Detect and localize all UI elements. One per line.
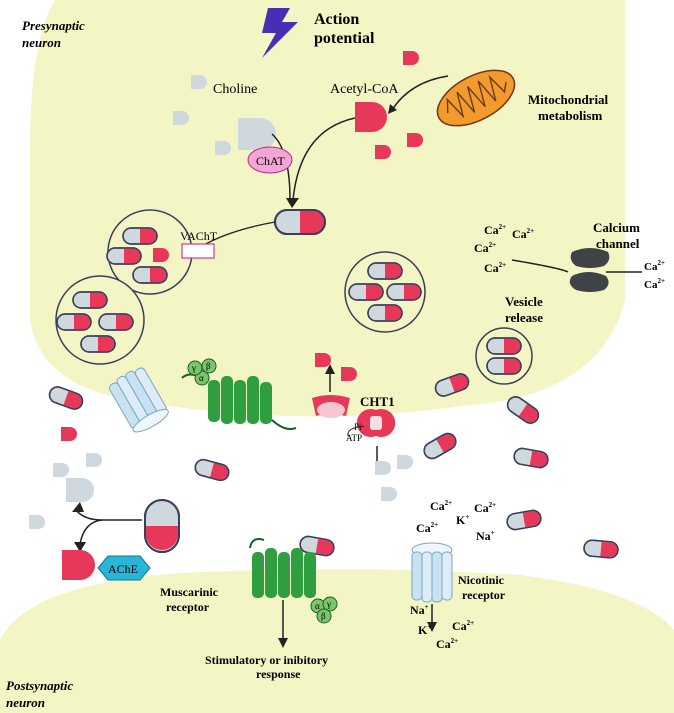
ion-na-post: Na+ [410,603,429,617]
svg-text:Ca2+: Ca2+ [644,259,665,273]
postsynaptic-terminal [0,569,674,713]
calcium-channel-icon [569,248,610,292]
vesicle-release-label-2: release [505,310,543,325]
ion-ca-post-2: Ca2+ [436,637,458,651]
vesicle-release-label: Vesicle [505,294,543,309]
acetylcholine-hydrolysis-substrate [144,499,180,553]
ion-ca-cleft-2: Ca2+ [474,501,496,515]
postsynaptic-nicotinic-receptor [411,542,453,603]
ion-ca-6: Ca2+ [644,277,665,291]
ion-ca-3: Ca2+ [474,241,496,255]
choline-product [66,478,94,502]
svg-text:Ca2+: Ca2+ [484,261,506,275]
svg-text:β: β [321,611,326,621]
ion-ca-cleft-3: Ca2+ [416,521,438,535]
svg-text:K+: K+ [418,623,431,637]
presynaptic-label-2: neuron [22,35,61,50]
svg-text:α: α [315,601,320,611]
cht1-label: CHT1 [360,394,395,409]
acetate-product [62,550,95,580]
ion-k-post: K+ [418,623,431,637]
ion-ca-5: Ca2+ [644,259,665,273]
svg-text:β: β [206,361,211,371]
svg-text:K+: K+ [456,513,469,527]
presynaptic-label: Presynaptic [22,18,85,33]
svg-text:Ca2+: Ca2+ [474,241,496,255]
svg-text:Ca2+: Ca2+ [644,277,665,291]
acetylcoa-label: Acetyl-CoA [330,82,399,97]
nicotinic-receptor-label: Nicotinic [458,573,505,587]
ion-ca-2: Ca2+ [512,227,534,241]
lightning-bolt-icon [262,8,298,58]
choline-label: Choline [213,82,257,97]
postsynaptic-label-2: neuron [6,695,45,710]
calcium-channel-label-2: channel [596,236,640,251]
nicotinic-receptor-label-2: receptor [462,588,506,602]
ion-ca-1: Ca2+ [484,223,506,237]
presynaptic-nicotinic-receptor [108,367,169,433]
svg-text:Na+: Na+ [476,529,495,543]
mitochondrial-metabolism-label: Mitochondrial [528,92,609,107]
svg-text:Ca2+: Ca2+ [452,619,474,633]
svg-text:α: α [199,373,204,383]
postsynaptic-label: Postsynaptic [6,678,73,693]
ion-ca-post-1: Ca2+ [452,619,474,633]
action-potential-label-2: potential [314,30,375,47]
ache-enzyme [97,555,151,581]
synaptic-vesicle [344,251,426,333]
vacht-transporter [181,243,215,259]
releasing-vesicle [475,327,533,385]
chat-enzyme [247,146,293,174]
presynaptic-muscarinic-receptor: α γ β [181,358,297,430]
svg-text:γ: γ [326,599,331,609]
mitochondrial-metabolism-label-2: metabolism [538,108,602,123]
choline-molecule [238,118,276,150]
cht1-transporter [312,395,396,437]
svg-text:Ca2+: Ca2+ [430,499,452,513]
vacht-label: VAChT [180,229,218,243]
svg-text:Ca2+: Ca2+ [484,223,506,237]
chat-label: ChAT [256,154,285,168]
ion-k-cleft: K+ [456,513,469,527]
calcium-channel-label: Calcium [593,220,640,235]
svg-text:Na+: Na+ [410,603,429,617]
atp-label: ATP [346,433,362,443]
response-label-2: response [256,667,301,681]
ion-na-cleft: Na+ [476,529,495,543]
svg-text:Ca2+: Ca2+ [474,501,496,515]
mitochondrion-icon [436,69,516,127]
ion-ca-cleft-1: Ca2+ [430,499,452,513]
postsynaptic-muscarinic-receptor: α γ β [249,538,338,624]
svg-text:γ: γ [191,363,196,373]
ion-ca-4: Ca2+ [484,261,506,275]
ache-label: AChE [108,562,138,576]
muscarinic-receptor-label: Muscarinic [160,585,219,599]
acetylcoa-molecule [355,102,387,132]
svg-text:Ca2+: Ca2+ [436,637,458,651]
response-label: Stimulatory or inibitory [205,653,328,667]
action-potential-label: Action [314,11,359,28]
svg-text:Ca2+: Ca2+ [512,227,534,241]
svg-text:Ca2+: Ca2+ [416,521,438,535]
muscarinic-receptor-label-2: receptor [166,600,210,614]
acetylcholine-molecule [274,209,326,235]
